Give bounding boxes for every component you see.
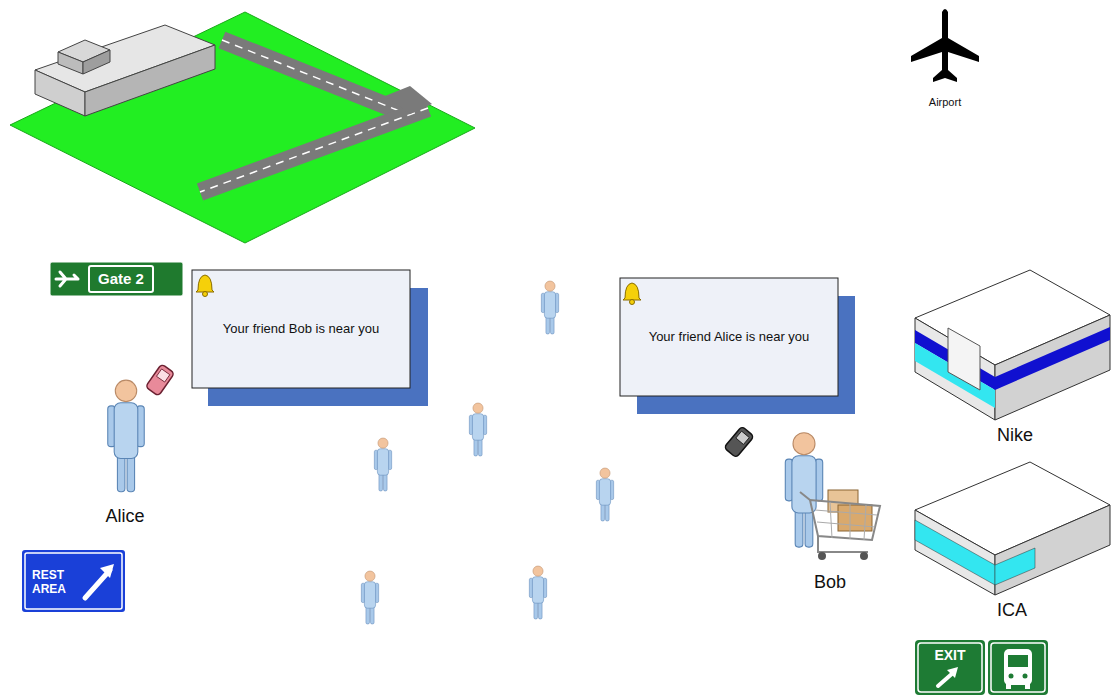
alice-phone (145, 364, 174, 396)
airport-label: Airport (929, 96, 961, 108)
bell-icon (196, 275, 214, 297)
ica-building (915, 462, 1110, 595)
node-text: Your friend Alice is near you (649, 329, 810, 345)
node-text: Your friend Bob is near you (223, 321, 379, 337)
gate-sign (50, 262, 183, 296)
exit-sign-text: EXIT (917, 644, 983, 666)
person-name: Bob (814, 572, 846, 593)
bell-icon (623, 283, 641, 305)
notification-box: Your friend Alice is near you (620, 278, 838, 396)
crowd-people (361, 281, 613, 624)
notification-popup (620, 278, 855, 414)
node-text: EXIT (934, 647, 965, 664)
shopping-cart (800, 490, 880, 560)
bus-sign (988, 640, 1048, 695)
node-text: REST AREA (32, 568, 82, 597)
bob-phone (724, 426, 754, 458)
alice-figure (108, 380, 144, 492)
store-name: ICA (997, 600, 1027, 621)
notification-box: Your friend Bob is near you (192, 270, 410, 388)
airport-illustration (10, 12, 475, 243)
rest-area-sign (22, 550, 125, 612)
nike-building (915, 270, 1110, 420)
rest-area-sign-text: REST AREA (30, 560, 84, 604)
airplane-icon (911, 9, 979, 82)
notification-popup (192, 270, 428, 406)
gate-label: Gate 2 (88, 265, 154, 293)
person-name: Alice (105, 506, 144, 527)
node-text: Gate 2 (98, 270, 144, 288)
exit-sign (915, 640, 985, 695)
store-name: Nike (997, 425, 1033, 446)
